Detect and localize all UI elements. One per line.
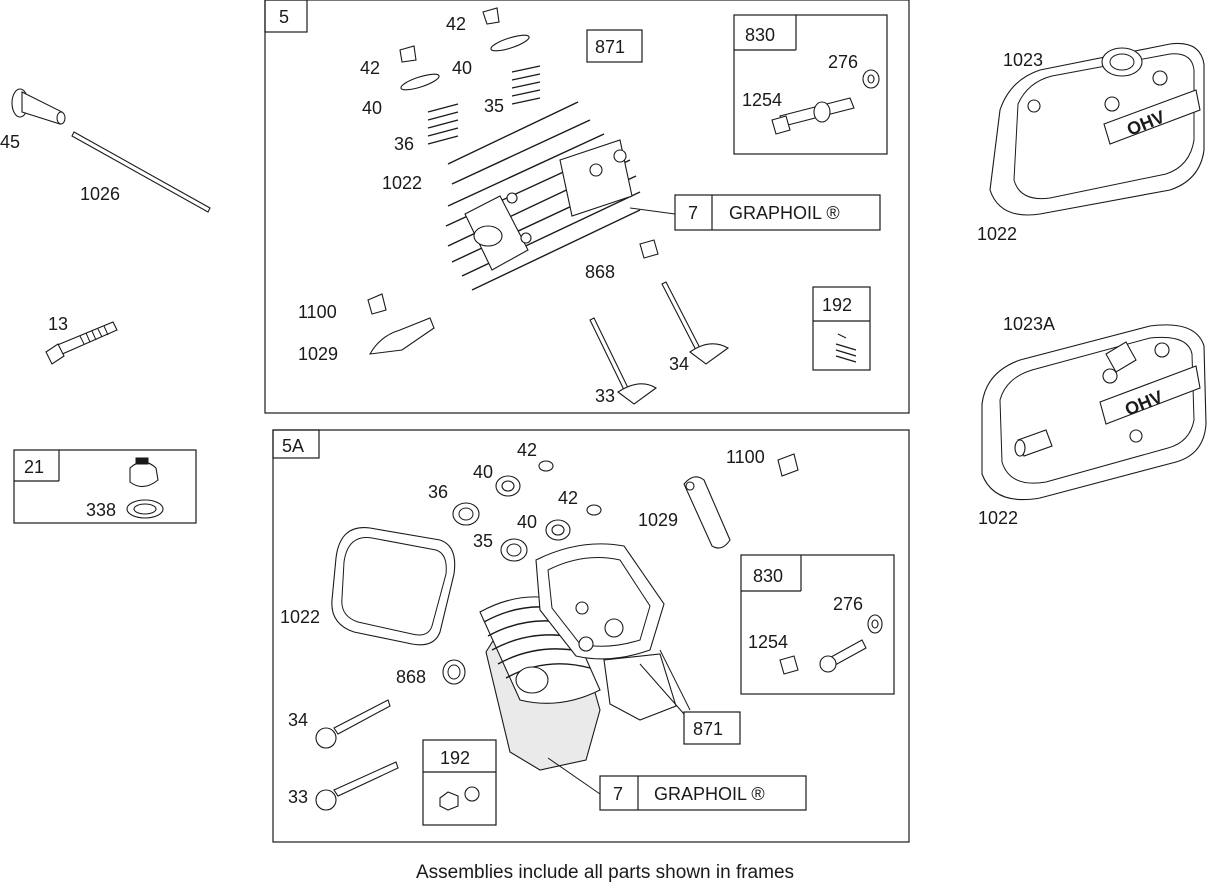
label-276-bot: 276 bbox=[833, 594, 863, 614]
label-1100-bot: 1100 bbox=[726, 447, 765, 467]
label-42-bot-b: 42 bbox=[558, 488, 578, 508]
cylinder-head-top bbox=[445, 101, 641, 291]
frame-graphoil-bottom bbox=[547, 757, 807, 811]
label-1023: 1023 bbox=[1003, 50, 1043, 70]
valves-bottom bbox=[315, 699, 399, 811]
label-276-top: 276 bbox=[828, 52, 858, 72]
frame-5A-label: 5A bbox=[282, 436, 304, 456]
frame-830-top-label: 830 bbox=[745, 25, 775, 45]
rocker-bottom bbox=[683, 453, 799, 549]
label-40-bot-a: 40 bbox=[473, 462, 493, 482]
footer-note: Assemblies include all parts shown in fr… bbox=[415, 862, 795, 883]
label-34-top: 34 bbox=[669, 354, 689, 374]
label-42-top-b: 42 bbox=[360, 58, 380, 78]
label-33-top: 33 bbox=[595, 386, 615, 406]
label-1026: 1026 bbox=[80, 184, 120, 204]
pushrod-1026 bbox=[71, 131, 211, 213]
label-1022-top: 1022 bbox=[382, 173, 422, 193]
valve-parts-top bbox=[399, 7, 541, 145]
frame-192-bottom bbox=[422, 739, 497, 826]
graphoil-top-label: GRAPHOIL ® bbox=[729, 203, 840, 223]
bolt-13 bbox=[45, 321, 118, 365]
valve-parts-bottom bbox=[452, 460, 602, 562]
label-1029-top: 1029 bbox=[298, 344, 338, 364]
label-1022-cover-a: 1022 bbox=[977, 224, 1017, 244]
frame-192-top bbox=[812, 286, 871, 371]
cylinder-head-bottom bbox=[479, 543, 677, 771]
label-40-bot-b: 40 bbox=[517, 512, 537, 532]
label-35-bot: 35 bbox=[473, 531, 493, 551]
label-1254-top: 1254 bbox=[742, 90, 782, 110]
graphoil-top-num: 7 bbox=[688, 203, 698, 223]
label-1100-top: 1100 bbox=[298, 302, 337, 322]
tappet-45 bbox=[11, 88, 66, 125]
graphoil-bottom-num: 7 bbox=[613, 784, 623, 804]
label-36-top: 36 bbox=[394, 134, 414, 154]
label-1254-bot: 1254 bbox=[748, 632, 788, 652]
frame-5-label: 5 bbox=[279, 7, 289, 27]
frame-830-top bbox=[733, 14, 888, 155]
frame-871-top-label: 871 bbox=[595, 37, 625, 57]
label-1029-bot: 1029 bbox=[638, 510, 678, 530]
frame-871-bottom-label: 871 bbox=[693, 719, 723, 739]
frame-5A bbox=[272, 429, 910, 843]
graphoil-bottom-label: GRAPHOIL ® bbox=[654, 784, 765, 804]
frame-830-bottom bbox=[740, 554, 895, 695]
frame-192-bottom-label: 192 bbox=[440, 748, 470, 768]
frame-5 bbox=[264, 0, 910, 414]
gasket-1022-bottom bbox=[331, 527, 456, 646]
label-40-top-a: 40 bbox=[452, 58, 472, 78]
valve-cover-1023: OHV bbox=[989, 42, 1205, 216]
label-1022-bot: 1022 bbox=[280, 607, 320, 627]
label-13: 13 bbox=[48, 314, 68, 334]
frame-21 bbox=[13, 449, 197, 524]
label-868-top: 868 bbox=[585, 262, 615, 282]
label-1022-cover-b: 1022 bbox=[978, 508, 1018, 528]
label-338: 338 bbox=[86, 500, 116, 520]
frame-871-top bbox=[586, 29, 643, 63]
valves-top bbox=[367, 239, 730, 405]
frame-830-bottom-label: 830 bbox=[753, 566, 783, 586]
label-36-bot: 36 bbox=[428, 482, 448, 502]
label-1023A: 1023A bbox=[1003, 314, 1055, 334]
frame-871-bottom bbox=[639, 649, 741, 745]
label-42-top-a: 42 bbox=[446, 14, 466, 34]
frame-21-label: 21 bbox=[24, 457, 44, 477]
valve-cover-1023A: OHV bbox=[981, 324, 1207, 501]
frame-192-top-label: 192 bbox=[822, 295, 852, 315]
label-45: 45 bbox=[0, 132, 20, 152]
label-35-top: 35 bbox=[484, 96, 504, 116]
label-42-bot-a: 42 bbox=[517, 440, 537, 460]
seal-868-bottom bbox=[442, 659, 466, 685]
label-40-top-b: 40 bbox=[362, 98, 382, 118]
label-33-bot: 33 bbox=[288, 787, 308, 807]
label-868-bot: 868 bbox=[396, 667, 426, 687]
frame-graphoil-top bbox=[629, 194, 881, 231]
label-34-bot: 34 bbox=[288, 710, 308, 730]
